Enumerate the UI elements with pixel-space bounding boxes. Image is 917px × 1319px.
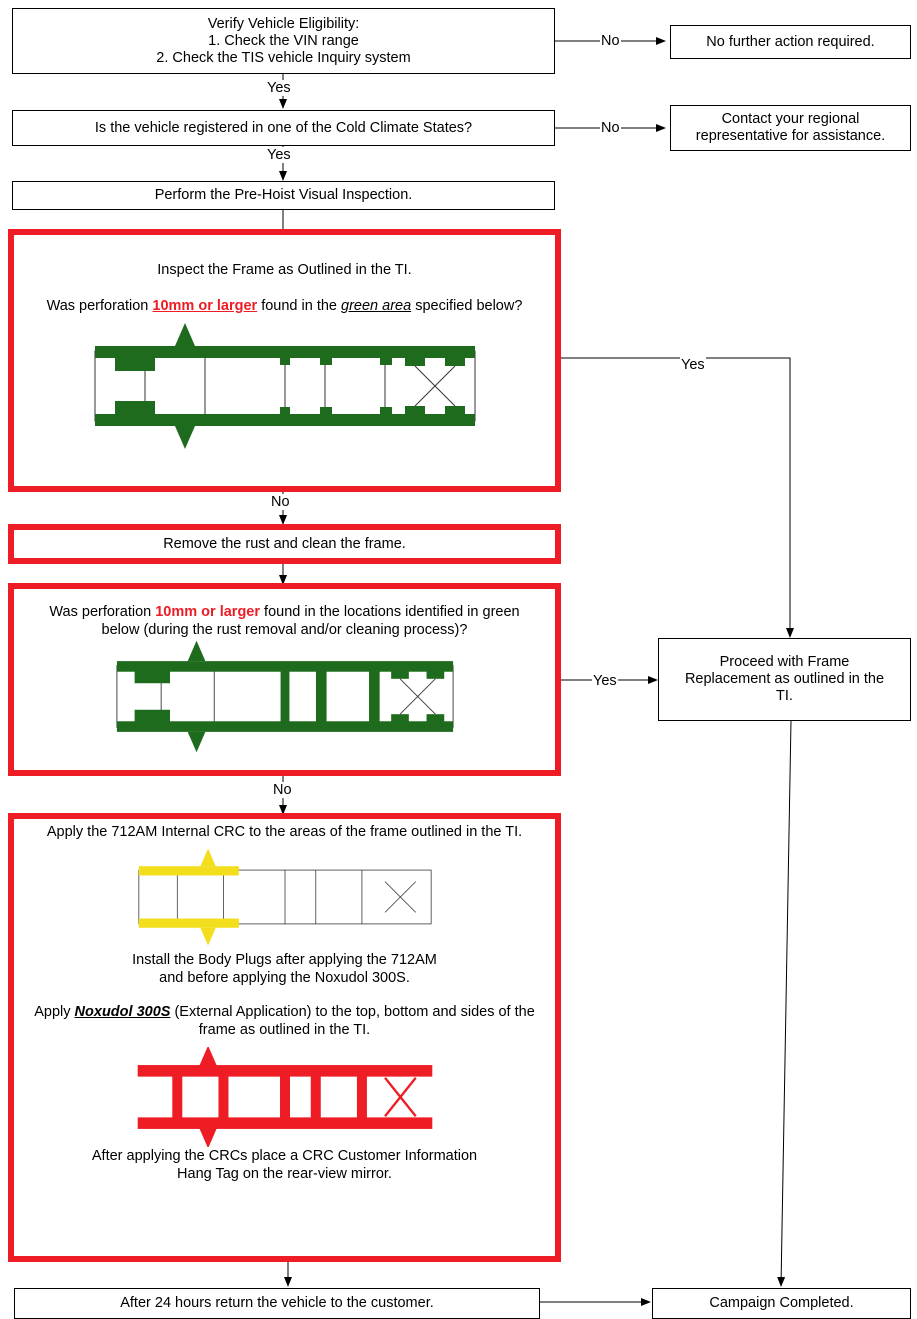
label-no-perforation: No [272,782,293,798]
return-vehicle-text: After 24 hours return the vehicle to the… [120,1295,434,1311]
contact-line1: Contact your regional [721,111,860,127]
arrow-replacement-to-completed [777,719,792,1287]
inspect-line1: Inspect the Frame as Outlined in the TI. [157,262,412,278]
noxudol-name: Noxudol 300S [74,1004,171,1020]
frame-diagram-red [137,1047,432,1147]
verify-eligibility-box: Verify Vehicle Eligibility: 1. Check the… [12,8,555,74]
label-no-eligibility: No [600,33,621,49]
arrow-inspect-yes-to-replacement [561,357,794,638]
frame-diagram-yellow [137,848,432,946]
verify-line1: 1. Check the VIN range [208,32,359,49]
noxudol-instruction: Apply Noxudol 300S (External Application… [34,1004,535,1038]
label-yes-perforation: Yes [592,673,618,689]
no-action-box: No further action required. [670,25,911,59]
label-no-coldclimate: No [600,120,621,136]
inspect-frame-box: Inspect the Frame as Outlined in the TI.… [8,229,561,492]
verify-line2: 2. Check the TIS vehicle Inquiry system [156,49,411,66]
remove-rust-box: Remove the rust and clean the frame. [8,524,561,564]
contact-line2: representative for assistance. [695,128,886,144]
remove-rust-text: Remove the rust and clean the frame. [163,536,406,552]
perforation-question: Was perforation 10mm or larger found in … [49,604,520,638]
prehoist-text: Perform the Pre-Hoist Visual Inspection. [154,187,413,203]
plugs-line1: Install the Body Plugs after applying th… [132,952,437,968]
frame-diagram-green-2 [115,640,454,753]
cold-climate-text: Is the vehicle registered in one of the … [94,119,473,136]
replacement-line1: Proceed with Frame [719,654,850,670]
apply-crc-box: Apply the 712AM Internal CRC to the area… [8,813,561,1262]
contact-box: Contact your regional representative for… [670,105,911,151]
label-yes-coldclimate: Yes [266,147,292,163]
verify-title: Verify Vehicle Eligibility: [207,15,360,32]
replacement-line2: Replacement as outlined in the [684,671,885,687]
replacement-line3: TI. [776,688,793,704]
apply-line1: Apply the 712AM Internal CRC to the area… [46,824,523,840]
cold-climate-box: Is the vehicle registered in one of the … [12,110,555,146]
prehoist-box: Perform the Pre-Hoist Visual Inspection. [12,181,555,210]
plugs-line2: and before applying the Noxudol 300S. [159,970,410,986]
campaign-completed-box: Campaign Completed. [652,1288,911,1319]
campaign-completed-text: Campaign Completed. [709,1295,854,1311]
size-threshold: 10mm or larger [152,298,258,314]
replacement-box: Proceed with Frame Replacement as outlin… [658,638,911,721]
green-area-text: green area [341,298,412,314]
hangtag-line1: After applying the CRCs place a CRC Cust… [91,1148,478,1164]
label-no-inspect: No [270,494,291,510]
label-yes-inspect: Yes [680,357,706,373]
no-action-text: No further action required. [706,33,875,50]
return-vehicle-box: After 24 hours return the vehicle to the… [14,1288,540,1319]
perforation-check-box: Was perforation 10mm or larger found in … [8,583,561,776]
hangtag-line2: Hang Tag on the rear-view mirror. [177,1166,392,1182]
size-threshold-2: 10mm or larger [155,604,261,620]
label-yes-eligibility: Yes [266,80,292,96]
frame-diagram-green-1 [94,323,475,449]
inspect-question: Was perforation 10mm or larger found in … [46,298,523,314]
